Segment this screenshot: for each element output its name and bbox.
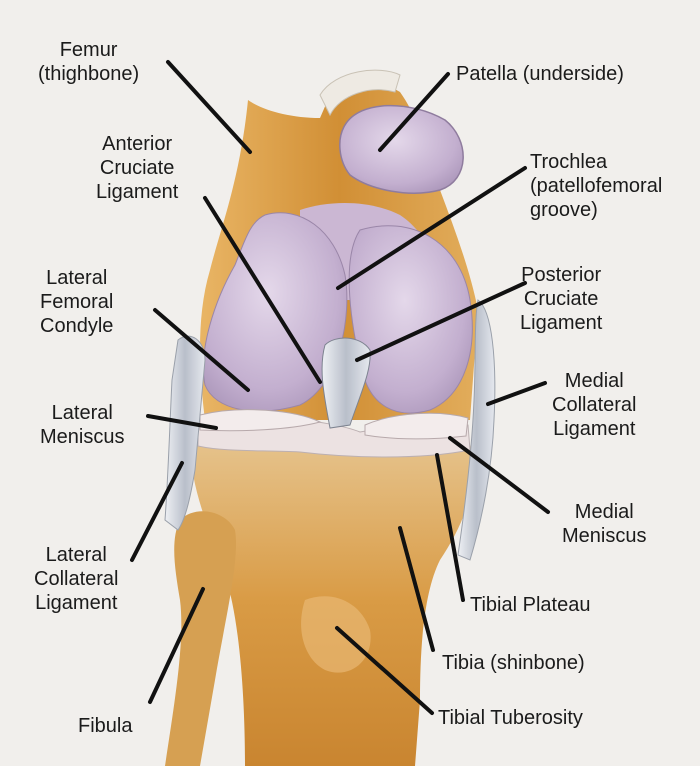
label-tibial-plateau: Tibial Plateau <box>470 593 590 617</box>
label-tibia: Tibia (shinbone) <box>442 651 585 675</box>
label-patella: Patella (underside) <box>456 62 624 86</box>
label-femur: Femur (thighbone) <box>38 38 139 86</box>
label-tibial-tuberosity: Tibial Tuberosity <box>438 706 583 730</box>
label-anterior-cruciate-ligament: Anterior Cruciate Ligament <box>96 132 178 204</box>
label-trochlea: Trochlea (patellofemoral groove) <box>530 150 662 222</box>
label-lateral-meniscus: Lateral Meniscus <box>40 401 124 449</box>
label-medial-collateral-ligament: Medial Collateral Ligament <box>552 369 636 441</box>
label-lateral-collateral-ligament: Lateral Collateral Ligament <box>34 543 118 615</box>
label-medial-meniscus: Medial Meniscus <box>562 500 646 548</box>
label-lateral-femoral-condyle: Lateral Femoral Condyle <box>40 266 113 338</box>
label-fibula: Fibula <box>78 714 132 738</box>
label-posterior-cruciate-ligament: Posterior Cruciate Ligament <box>520 263 602 335</box>
